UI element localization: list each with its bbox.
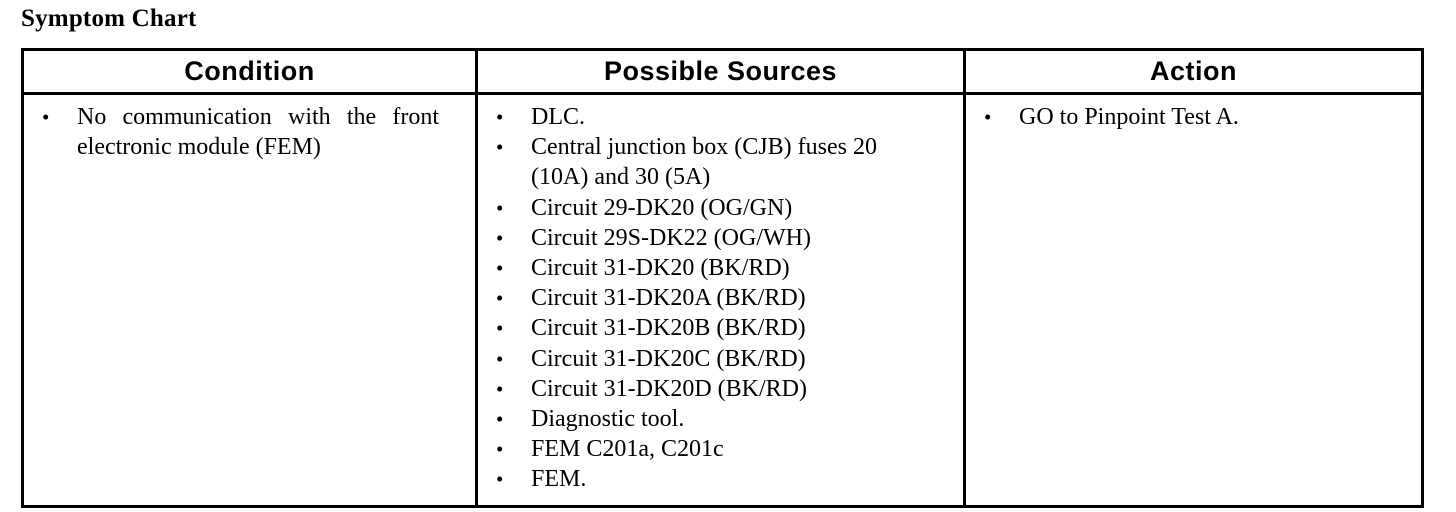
list-item: Circuit 31-DK20B (BK/RD): [484, 313, 931, 343]
possible-sources-content: DLC.Central junction box (CJB) fuses 20 …: [478, 95, 963, 505]
symptom-chart-table: Condition Possible Sources Action No com…: [21, 48, 1424, 508]
possible-sources-list: DLC.Central junction box (CJB) fuses 20 …: [484, 102, 957, 495]
list-item: GO to Pinpoint Test A.: [972, 102, 1415, 132]
list-item: FEM.: [484, 464, 931, 494]
action-content: GO to Pinpoint Test A.: [966, 95, 1421, 496]
list-item: Central junction box (CJB) fuses 20 (10A…: [484, 132, 931, 192]
column-header-condition: Condition: [21, 48, 478, 95]
list-item: Diagnostic tool.: [484, 404, 931, 434]
list-item: FEM C201a, C201c: [484, 434, 931, 464]
list-item: No communication with the front electron…: [30, 102, 439, 162]
table-header: Condition Possible Sources Action: [21, 48, 1424, 95]
table-header-row: Condition Possible Sources Action: [21, 48, 1424, 95]
column-header-possible-sources: Possible Sources: [475, 48, 966, 95]
condition-content: No communication with the front electron…: [24, 95, 475, 496]
list-item: Circuit 31-DK20 (BK/RD): [484, 253, 931, 283]
column-header-action: Action: [963, 48, 1424, 95]
list-item: Circuit 31-DK20C (BK/RD): [484, 344, 931, 374]
list-item: DLC.: [484, 102, 931, 132]
table-body: No communication with the front electron…: [21, 92, 1424, 508]
list-item: Circuit 29-DK20 (OG/GN): [484, 193, 931, 223]
table-row: No communication with the front electron…: [21, 92, 1424, 508]
list-item: Circuit 31-DK20A (BK/RD): [484, 283, 931, 313]
cell-action: GO to Pinpoint Test A.: [963, 92, 1424, 508]
action-list: GO to Pinpoint Test A.: [972, 102, 1415, 132]
cell-condition: No communication with the front electron…: [21, 92, 478, 508]
page-title: Symptom Chart: [21, 5, 197, 32]
cell-possible-sources: DLC.Central junction box (CJB) fuses 20 …: [475, 92, 966, 508]
list-item: Circuit 31-DK20D (BK/RD): [484, 374, 931, 404]
condition-list: No communication with the front electron…: [30, 102, 469, 162]
list-item: Circuit 29S-DK22 (OG/WH): [484, 223, 931, 253]
